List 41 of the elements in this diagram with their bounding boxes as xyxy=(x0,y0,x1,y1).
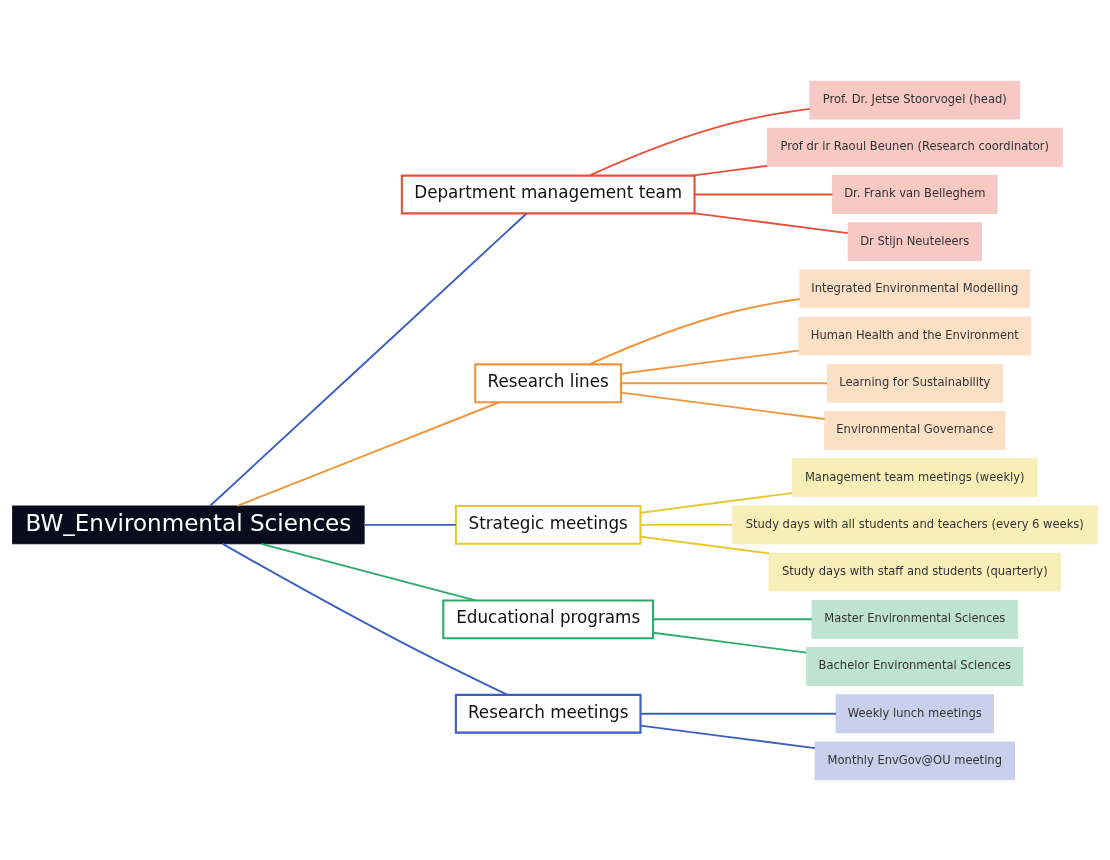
connector xyxy=(652,617,813,620)
node-box: Learning for Sustainability xyxy=(826,363,1003,403)
node-box: Bachelor Environmental Sciences xyxy=(806,646,1024,686)
connector xyxy=(260,542,477,601)
connector xyxy=(221,542,509,696)
node-box: Environmental Governance xyxy=(824,410,1006,450)
connector xyxy=(620,381,829,384)
node-box: Department management team xyxy=(400,174,696,214)
connector xyxy=(639,535,770,554)
node-box: Master Environmental Sciences xyxy=(811,599,1019,639)
node-box: Integrated Environmental Modelling xyxy=(799,269,1031,308)
connector xyxy=(236,400,501,507)
node-box: Dr Stijn Neuteleers xyxy=(847,221,982,261)
node-box: Educational programs xyxy=(442,598,655,639)
connector xyxy=(639,712,838,715)
connector xyxy=(209,212,528,507)
connector xyxy=(652,631,808,654)
connector xyxy=(640,491,794,514)
node-box: Prof dr ir Raoul Beunen (Research coordinator) xyxy=(766,127,1063,167)
connector xyxy=(691,164,769,177)
connector xyxy=(363,523,457,526)
connector xyxy=(639,523,734,526)
node-box: Weekly lunch meetings xyxy=(835,693,994,733)
connector xyxy=(639,724,816,749)
connector xyxy=(620,391,826,420)
connector xyxy=(588,297,801,365)
node-box: Research lines xyxy=(474,362,623,403)
node-box: Dr. Frank van Belleghem xyxy=(831,174,998,214)
node-box: Study days with staff and students (quarterly) xyxy=(768,552,1062,591)
connector xyxy=(693,211,849,234)
node-box: Management team meetings (weekly) xyxy=(792,457,1038,497)
node-box: Monthly EnvGov@OU meeting xyxy=(814,741,1015,780)
connector xyxy=(693,193,834,195)
node-box: Prof. Dr. Jetse Stoorvogel (head) xyxy=(809,80,1021,119)
connector xyxy=(620,349,800,375)
node-box: Strategic meetings xyxy=(454,504,642,545)
node-box: Human Health and the Environment xyxy=(798,316,1032,355)
connector xyxy=(588,107,811,176)
node-box: BW_Environmental Sciences xyxy=(12,505,365,544)
node-box: Study days with all students and teachers (every 6 weeks) xyxy=(731,505,1098,544)
node-box: Research meetings xyxy=(454,693,642,734)
